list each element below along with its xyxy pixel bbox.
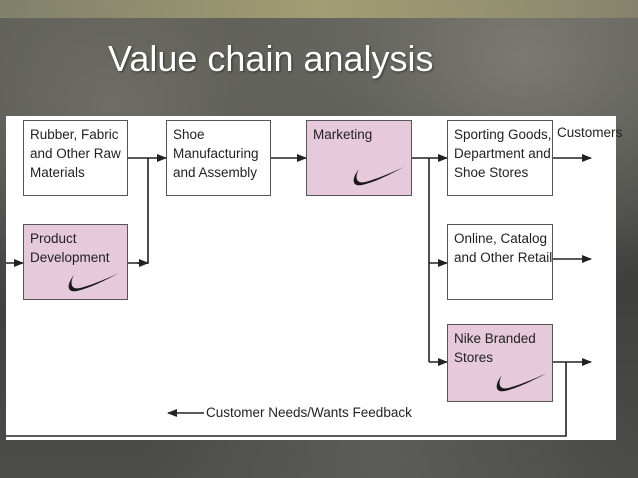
sporting-goods-label-line-1: Sporting Goods, (454, 127, 552, 142)
raw-materials-box: Rubber, Fabric and Other Raw Materials (23, 120, 128, 196)
feedback-label: Customer Needs/Wants Feedback (206, 405, 412, 420)
manufacturing-box: Shoe Manufacturing and Assembly (166, 120, 271, 196)
manufacturing-label-line-2: Manufacturing (173, 146, 259, 161)
product-development-label-line-1: Product (30, 231, 77, 246)
nike-swoosh-icon (68, 273, 119, 292)
nike-stores-label-line-1: Nike Branded (454, 331, 536, 346)
raw-materials-label-line-3: Materials (30, 165, 85, 180)
raw-materials-label-line-1: Rubber, Fabric (30, 127, 119, 142)
online-catalog-label-line-2: and Other Retail (454, 250, 553, 265)
marketing-label: Marketing (313, 127, 373, 142)
slide-title: Value chain analysis (108, 38, 434, 79)
sporting-goods-box: Sporting Goods, Department and Shoe Stor… (447, 120, 553, 196)
nike-swoosh-icon (496, 373, 547, 392)
value-chain-diagram: Rubber, Fabric and Other Raw Materials P… (6, 116, 622, 440)
line-product-dev-join (128, 158, 149, 264)
customers-label: Customers (557, 125, 623, 140)
nike-swoosh-icon (353, 167, 404, 186)
nike-stores-label-line-2: Stores (454, 350, 494, 365)
manufacturing-label-line-3: and Assembly (173, 165, 258, 180)
nike-stores-box: Nike Branded Stores (447, 324, 553, 402)
sporting-goods-label-line-2: Department and (454, 146, 551, 161)
product-development-label-line-2: Development (30, 250, 110, 265)
raw-materials-label-line-2: and Other Raw (30, 146, 121, 161)
online-catalog-box: Online, Catalog and Other Retail (447, 224, 553, 300)
top-band (0, 0, 638, 18)
product-development-box: Product Development (23, 224, 128, 300)
line-feedback-loop (6, 362, 567, 437)
manufacturing-label-line-1: Shoe (173, 127, 205, 142)
online-catalog-label-line-1: Online, Catalog (454, 231, 548, 246)
connector-lines (6, 154, 592, 437)
marketing-box: Marketing (306, 120, 412, 196)
sporting-goods-label-line-3: Shoe Stores (454, 165, 529, 180)
